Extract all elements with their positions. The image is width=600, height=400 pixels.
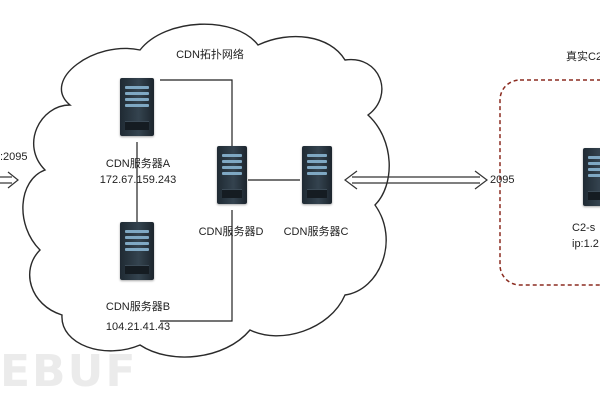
server-c-icon [302, 146, 332, 204]
entry-port-label: :2095 [0, 151, 28, 163]
watermark-text: EBUF [0, 346, 138, 397]
link-b-to-d [160, 210, 233, 322]
cdn-cloud-outline [22, 23, 390, 358]
server-b-name: CDN服务器B [105, 301, 171, 313]
server-d-icon [217, 146, 247, 204]
cdn-to-c2-arrow [344, 170, 488, 190]
link-a-to-d [160, 79, 233, 148]
cloud-title: CDN拓扑网络 [176, 49, 244, 61]
server-c2-icon [583, 148, 600, 206]
server-a-icon [120, 78, 154, 136]
c2-port-label: 2095 [490, 174, 515, 186]
server-a-name: CDN服务器A [105, 158, 171, 170]
server-b-icon [120, 222, 154, 280]
entry-arrow [0, 171, 19, 189]
real-c2-title: 真实C2 [566, 51, 600, 63]
server-b-ip: 104.21.41.43 [105, 321, 171, 333]
server-c-name: CDN服务器C [283, 226, 349, 238]
server-c2-ip: ip:1.2 [572, 238, 599, 250]
server-a-ip: 172.67.159.243 [99, 174, 177, 186]
server-c2-name: C2-s [572, 222, 596, 234]
server-d-name: CDN服务器D [198, 226, 264, 238]
